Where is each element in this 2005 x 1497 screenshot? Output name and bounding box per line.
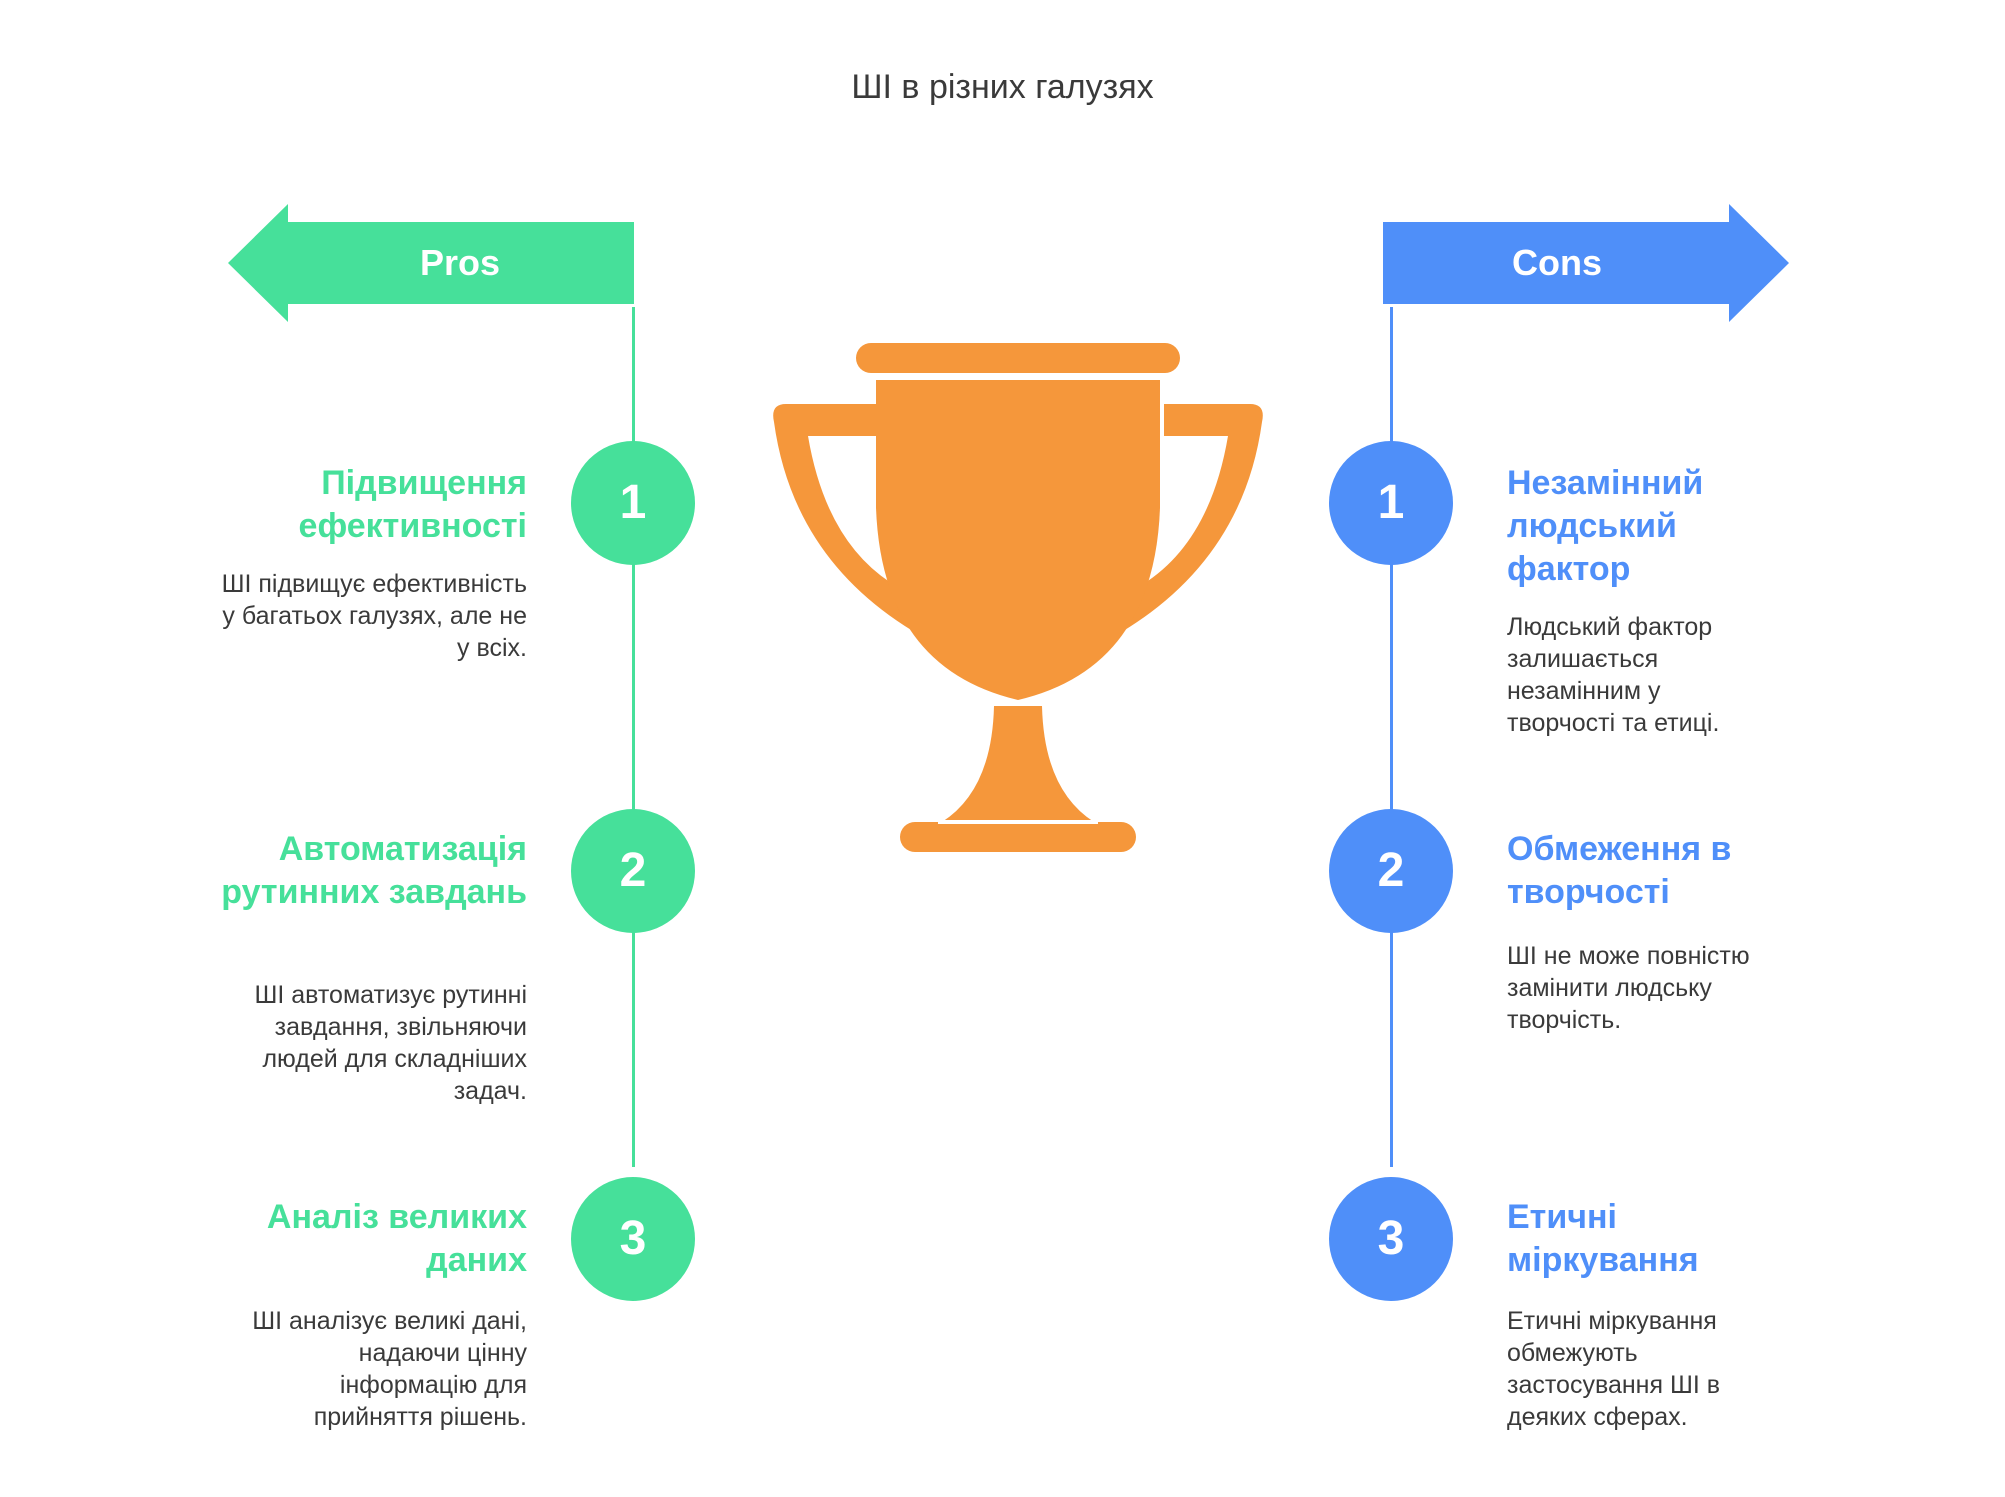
pros-item-1-title: Підвищення ефективності bbox=[298, 464, 527, 545]
cons-item-1-title: Незамінний людський фактор bbox=[1507, 464, 1704, 588]
pros-item-3-description: ШІ аналізує великі дані, надаючи цінну і… bbox=[252, 1307, 527, 1431]
page-title: ШІ в різних галузях bbox=[851, 68, 1154, 106]
cons-label: Cons bbox=[1512, 242, 1602, 283]
cons-item-2-description: ШІ не може повністю замінити людську тво… bbox=[1507, 942, 1750, 1034]
left-arrow-icon bbox=[228, 204, 634, 322]
cons-badge-2: 2 bbox=[1329, 809, 1453, 933]
right-arrow-icon bbox=[1383, 204, 1789, 322]
cons-item-2-title: Обмеження в творчості bbox=[1507, 830, 1732, 911]
cons-item-3-description: Етичні міркування обмежують застосування… bbox=[1507, 1307, 1721, 1431]
cons-timeline bbox=[1390, 307, 1393, 1167]
pros-item-2-title: Автоматизація рутинних завдань bbox=[221, 830, 527, 911]
cons-item-3-title: Етичні міркування bbox=[1507, 1198, 1699, 1279]
pros-label: Pros bbox=[419, 242, 501, 283]
pros-timeline bbox=[632, 307, 635, 1167]
cons-item-1-description: Людський фактор залишається незамінним у… bbox=[1507, 613, 1720, 737]
pros-item-3-title: Аналіз великих даних bbox=[266, 1198, 527, 1279]
pros-item-1-description: ШІ підвищує ефективність у багатьох галу… bbox=[221, 570, 527, 662]
pros-banner: Pros bbox=[228, 204, 634, 322]
pros-badge-1: 1 bbox=[571, 441, 695, 565]
trophy-icon bbox=[773, 343, 1263, 852]
pros-badge-3: 3 bbox=[571, 1177, 695, 1301]
cons-badge-3: 3 bbox=[1329, 1177, 1453, 1301]
cons-banner: Cons bbox=[1383, 204, 1789, 322]
pros-badge-2: 2 bbox=[571, 809, 695, 933]
pros-item-2-description: ШІ автоматизує рутинні завдання, звільня… bbox=[254, 981, 527, 1105]
cons-badge-1: 1 bbox=[1329, 441, 1453, 565]
